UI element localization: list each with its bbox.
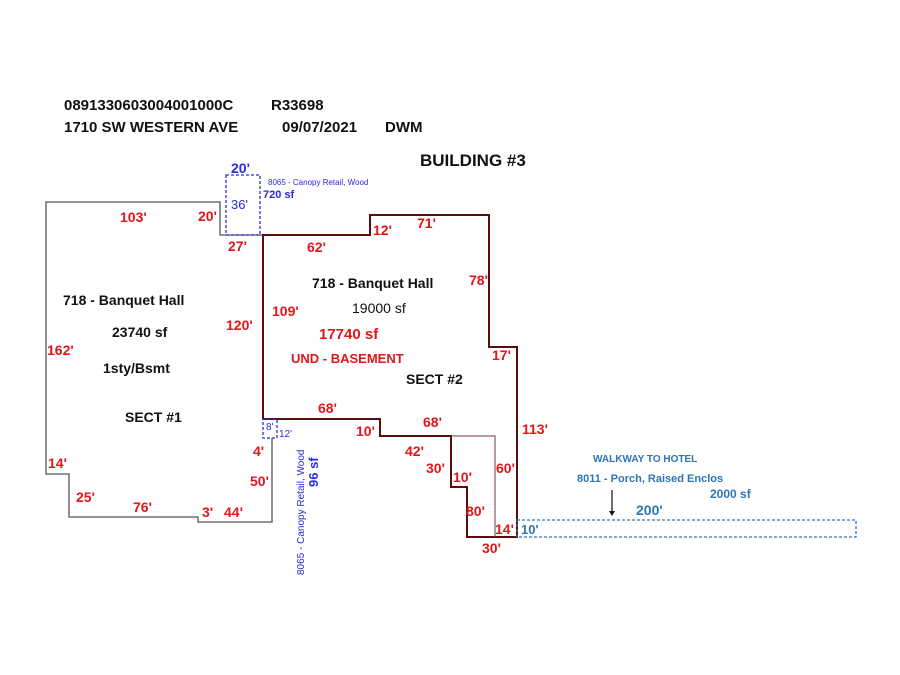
dim-label: 50' — [250, 473, 269, 489]
account-number: R33698 — [271, 97, 324, 114]
dim-label: 113' — [522, 421, 548, 437]
dim-label: 71' — [417, 215, 436, 231]
canopy1-area: 720 sf — [263, 189, 295, 201]
address: 1710 SW WESTERN AVE — [64, 119, 238, 136]
walkway-outline — [516, 519, 857, 538]
dim-label: 17' — [492, 347, 511, 363]
sect2-inner-line — [451, 435, 496, 537]
dim-label: 44' — [224, 504, 243, 520]
sect1-name: SECT #1 — [125, 409, 182, 425]
dim-label: 68' — [318, 400, 337, 416]
walkway-length: 200' — [636, 502, 663, 518]
dim-label: 78' — [469, 272, 488, 288]
dim-label: 68' — [423, 414, 442, 430]
dim-label: 103' — [120, 209, 147, 225]
dim-label: 109' — [272, 303, 299, 319]
appraiser: DWM — [385, 119, 423, 136]
walkway-use: 8011 - Porch, Raised Enclos — [577, 473, 723, 485]
dim-label: 42' — [405, 443, 424, 459]
walkway-title: WALKWAY TO HOTEL — [593, 454, 697, 465]
arrow-head-icon — [609, 511, 615, 516]
sect1-use: 718 - Banquet Hall — [63, 292, 184, 308]
canopy1-use: 8065 - Canopy Retail, Wood — [268, 178, 368, 187]
canopy2-area: 96 sf — [306, 457, 321, 487]
dim-label: 14' — [48, 455, 67, 471]
dim-label: 162' — [47, 342, 74, 358]
sect2-basement-area: 17740 sf — [319, 326, 379, 343]
dim-label: 120' — [226, 317, 253, 333]
dim-label: 76' — [133, 499, 152, 515]
dim-label: 3' — [202, 504, 213, 520]
canopy2-width: 8' — [266, 422, 274, 433]
dim-label: 62' — [307, 239, 326, 255]
canopy1-height: 36' — [231, 197, 248, 212]
dim-label: 27' — [228, 238, 247, 254]
sect1-outline — [45, 201, 273, 523]
canopy1-width: 20' — [231, 160, 250, 176]
sect2-area: 19000 sf — [352, 300, 406, 316]
sect2-name: SECT #2 — [406, 371, 463, 387]
sect1-area: 23740 sf — [112, 324, 168, 340]
dim-label: 10' — [453, 469, 472, 485]
date: 09/07/2021 — [282, 119, 357, 136]
parcel-number: 0891330603004001000C — [64, 97, 234, 114]
dim-label: 30' — [482, 540, 501, 556]
sect2-outline — [262, 214, 518, 538]
dim-label: 80' — [466, 503, 485, 519]
dim-label: 25' — [76, 489, 95, 505]
canopy1-outline — [225, 174, 261, 236]
dim-label: 12' — [373, 222, 392, 238]
dim-label: 4' — [253, 443, 264, 459]
dim-label: 30' — [426, 460, 445, 476]
sect1-stories: 1sty/Bsmt — [103, 360, 170, 376]
sect2-basement: UND - BASEMENT — [291, 351, 404, 366]
dim-label: 60' — [496, 460, 515, 476]
dim-label: 14' — [495, 521, 514, 537]
walkway-area: 2000 sf — [710, 487, 752, 501]
canopy2-height: 12' — [279, 429, 292, 440]
building-title: BUILDING #3 — [420, 151, 526, 170]
dim-label: 20' — [198, 208, 217, 224]
canopy2-outline — [262, 418, 278, 439]
walkway-width: 10' — [521, 522, 539, 537]
dim-label: 10' — [356, 423, 375, 439]
canopy2-use: 8065 - Canopy Retail, Wood — [296, 450, 307, 575]
sect2-use: 718 - Banquet Hall — [312, 275, 433, 291]
